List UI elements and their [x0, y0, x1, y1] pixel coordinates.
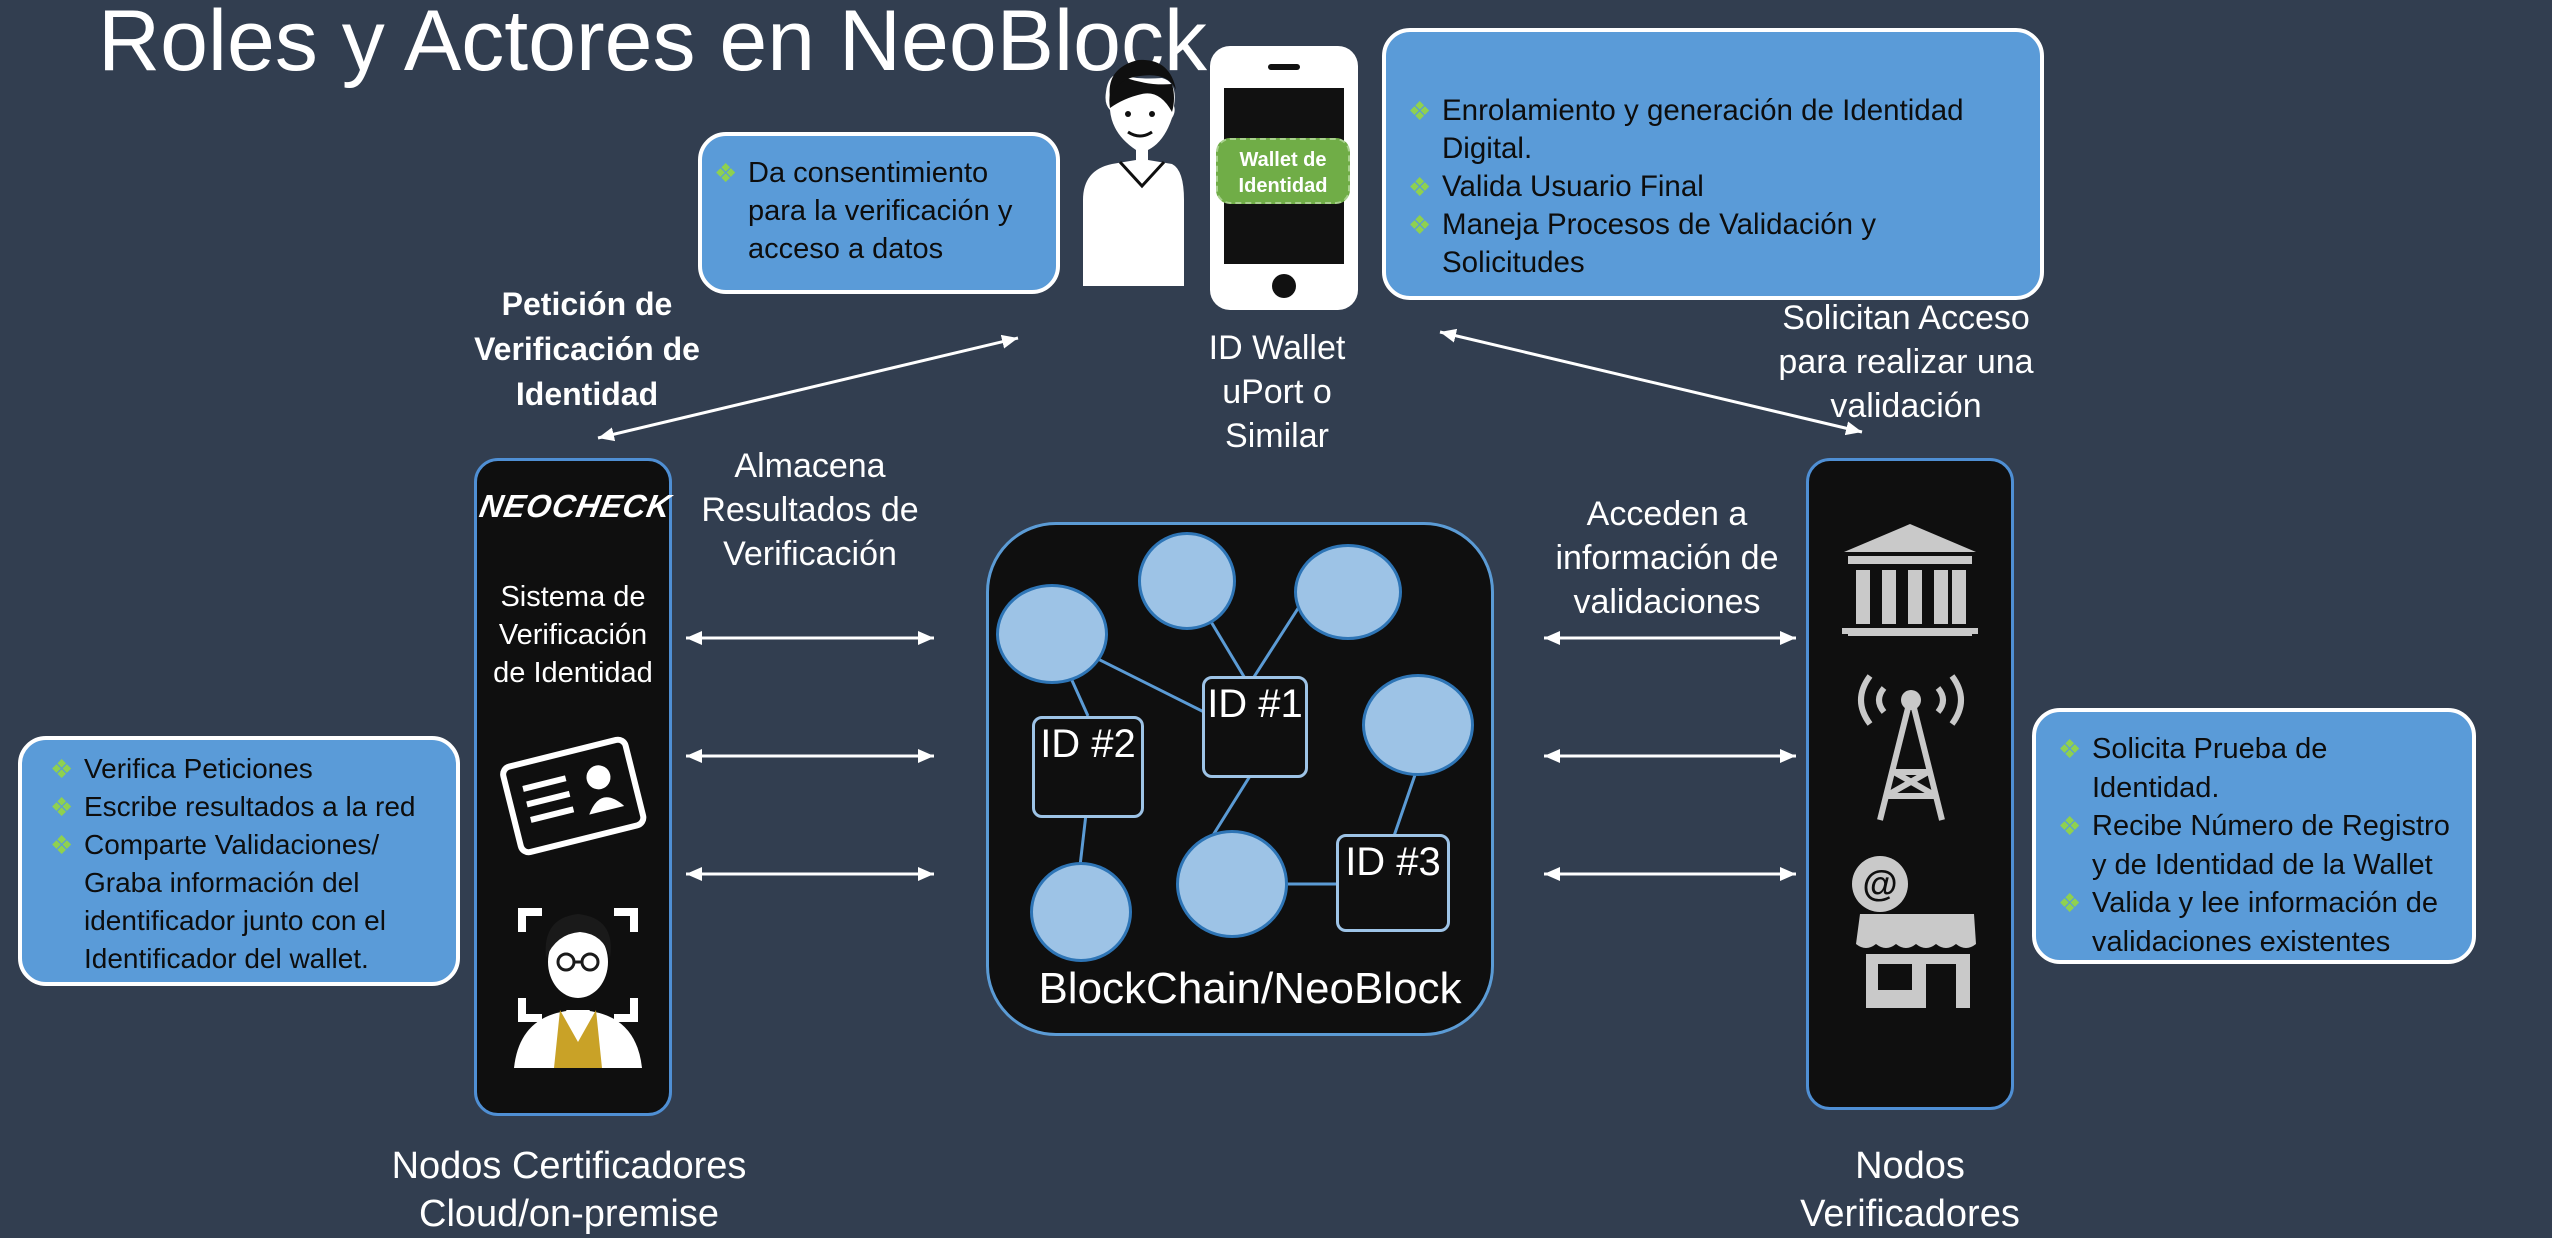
bullet-icon: ❖	[1408, 96, 1432, 126]
solicitan-acceso-label: Solicitan Acceso para realizar una valid…	[1778, 299, 2034, 425]
chain-node	[1138, 532, 1236, 630]
neocheck-system-label: Sistema de Verificación de Identidad	[493, 581, 653, 689]
chain-node	[1362, 674, 1474, 776]
callout-item: ❖Maneja Procesos de Validación y Solicit…	[1408, 208, 1877, 279]
callout-item: ❖Solicita Prueba de Identidad.	[2058, 730, 2462, 807]
callout-item: ❖Escribe resultados a la red	[50, 788, 446, 826]
peticion-verificacion-label: Petición de Verificación de Identidad	[474, 286, 700, 412]
bullet-icon: ❖	[714, 158, 738, 188]
bullet-icon: ❖	[1408, 210, 1432, 240]
bullet-icon: ❖	[50, 792, 74, 822]
bullet-icon: ❖	[2058, 888, 2082, 918]
wallet-badge: Wallet de Identidad	[1216, 138, 1350, 204]
blockchain-label: BlockChain/NeoBlock	[1038, 964, 1462, 1013]
acceden-label: Acceden a información de validaciones	[1555, 495, 1779, 621]
bullet-icon: ❖	[1408, 172, 1432, 202]
callout-item: ❖Comparte Validaciones/ Graba informació…	[50, 826, 446, 978]
certifiers-callout: ❖Verifica Peticiones ❖Escribe resultados…	[18, 736, 460, 986]
almacena-label: Almacena Resultados de Verificación	[701, 447, 919, 573]
bullet-icon: ❖	[2058, 811, 2082, 841]
callout-item: ❖Recibe Número de Registro y de Identida…	[2058, 807, 2462, 884]
wallet-badge-text: Wallet de Identidad	[1238, 149, 1328, 197]
verifiers-callout: ❖Solicita Prueba de Identidad. ❖Recibe N…	[2032, 708, 2476, 964]
callout-item: ❖Verifica Peticiones	[50, 750, 446, 788]
svg-text:@: @	[1862, 863, 1897, 904]
callout-item: ❖Valida Usuario Final	[1408, 168, 2024, 206]
arrow-request-verification	[597, 334, 1019, 442]
chain-node	[1030, 862, 1132, 962]
callout-item: ❖Da consentimiento para la verificación …	[714, 154, 1040, 268]
id-box-1: ID #1	[1202, 676, 1308, 778]
id-box-3: ID #3	[1336, 834, 1450, 932]
bullet-icon: ❖	[50, 830, 74, 860]
chain-node	[996, 584, 1108, 684]
nodos-certificadores-label: Nodos Certificadores Cloud/on-premise	[391, 1145, 747, 1235]
wallet-app-callout: ❖Enrolamiento y generación de Identidad …	[1382, 28, 2044, 300]
slide-title: Roles y Actores en NeoBlock	[98, 0, 1207, 89]
arrow-request-access	[1439, 328, 1863, 436]
id-box-2: ID #2	[1032, 716, 1144, 818]
id-wallet-label: ID Wallet uPort o Similar	[1208, 329, 1346, 455]
callout-item: ❖Enrolamiento y generación de Identidad …	[1408, 94, 1964, 165]
chain-node	[1294, 544, 1402, 640]
callout-item: ❖Valida y lee información de validacione…	[2058, 884, 2462, 961]
nodos-verificadores-label: Nodos Verificadores	[1800, 1145, 2020, 1235]
bullet-icon: ❖	[2058, 734, 2082, 764]
user-consent-callout: ❖Da consentimiento para la verificación …	[698, 132, 1060, 294]
bullet-icon: ❖	[50, 754, 74, 784]
chain-node	[1176, 830, 1288, 938]
